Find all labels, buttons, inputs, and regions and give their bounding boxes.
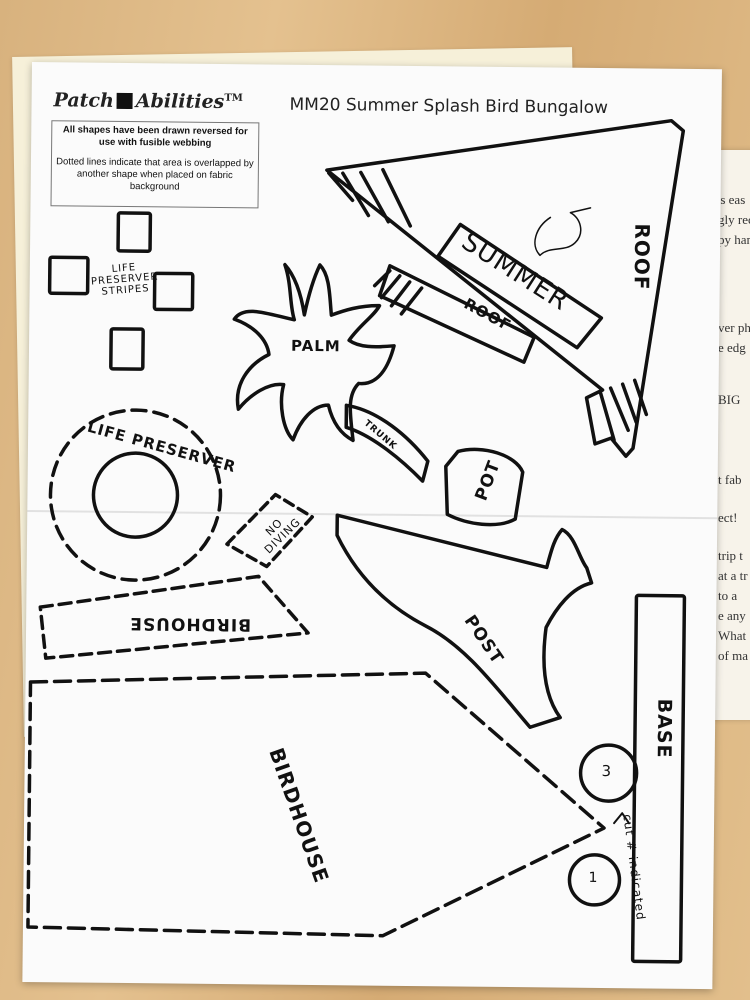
roof-shape	[325, 118, 686, 458]
sheet-text-line: to a	[718, 588, 738, 603]
no-diving-shape	[225, 492, 315, 569]
sheet-text-line: BIG	[718, 392, 741, 407]
roof-small-shape	[372, 264, 536, 364]
arrow-icon	[613, 812, 631, 825]
label-birdhouse-roof: BIRDHOUSE	[129, 613, 252, 635]
stripe-right	[152, 271, 195, 312]
sheet-text-line: py han	[718, 232, 750, 247]
pattern-shapes	[26, 118, 687, 964]
stripe-top	[116, 211, 153, 253]
sheet-text-line: t fab	[718, 472, 742, 487]
sheet-text-line: e any	[718, 608, 746, 623]
label-base: BASE	[652, 698, 676, 759]
birdhouse-roof-shape	[38, 574, 310, 660]
label-roof-main: ROOF	[629, 223, 655, 291]
palm-shape	[232, 262, 396, 443]
circle-1-shape	[567, 853, 622, 907]
sheet-text-line: of ma	[718, 648, 748, 663]
birdhouse-shape	[26, 671, 606, 938]
post-shape	[335, 513, 594, 730]
sheet-text-line: 's eas	[718, 192, 746, 207]
summer-banner-shape	[436, 222, 604, 350]
sheet-text-line: gly rec	[718, 212, 750, 227]
sheet-text-line: at a tr	[718, 568, 748, 583]
stripe-bottom	[109, 327, 145, 371]
roof-fringe	[598, 378, 649, 442]
label-life-preserver-stripes: LIFE PRESERVER STRIPES	[90, 262, 159, 298]
bird-sketch	[534, 207, 592, 257]
label-palm: PALM	[290, 336, 341, 356]
stripe-left	[47, 255, 90, 296]
label-circle-1: 1	[588, 869, 599, 886]
sheet-text-line: ect!	[718, 510, 738, 525]
sheet-text-line: ver ph	[718, 320, 750, 335]
sheet-text-line: e edg	[718, 340, 746, 355]
life-preserver-inner	[91, 451, 180, 539]
sheet-text-line: What	[718, 628, 747, 643]
label-circle-3: 3	[601, 762, 613, 781]
life-preserver-outer	[48, 408, 223, 582]
circle-3-shape	[578, 743, 639, 803]
trunk-shape	[344, 403, 430, 483]
sheet-text-line: trip t	[718, 548, 743, 563]
pot-shape	[444, 447, 525, 527]
